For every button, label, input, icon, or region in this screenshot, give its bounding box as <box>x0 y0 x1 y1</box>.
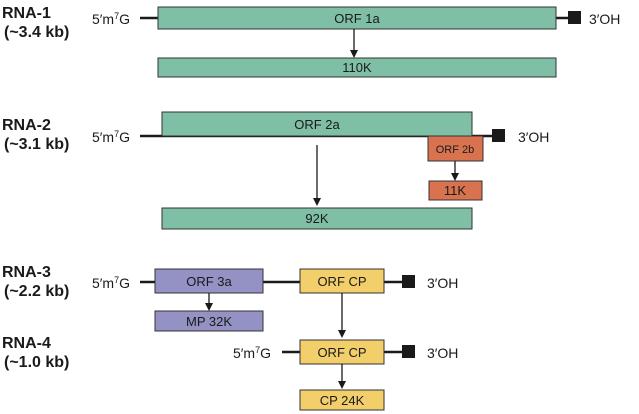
rna3-name: RNA-3 <box>2 264 51 281</box>
rna3-size: (~2.2 kb) <box>4 283 69 300</box>
rna4-product-label: CP 24K <box>320 393 365 408</box>
rna1-five-prime-label: 5′m7G <box>92 11 130 27</box>
rna2-three-prime-label: 3′OH <box>518 129 549 145</box>
rna1-group: RNA-1 (~3.4 kb) 5′m7G ORF 1a 3′OH 110K <box>2 5 620 78</box>
rna4-name: RNA-4 <box>2 335 51 352</box>
rna4-five-prime-label: 5′m7G <box>233 345 271 361</box>
rna2-product-b-box <box>428 180 483 201</box>
rna4-three-prime-label: 3′OH <box>427 345 458 361</box>
rna3-product-label: MP 32K <box>186 314 232 329</box>
rna3-3prime-marker <box>402 275 415 288</box>
rna2-name: RNA-2 <box>2 117 51 134</box>
rna2-product-a-box <box>161 207 473 230</box>
rna1-three-prime-label: 3′OH <box>589 11 620 27</box>
rna1-size: (~3.4 kb) <box>4 24 69 41</box>
rna3-orf3a-label: ORF 3a <box>186 274 232 289</box>
rna4-product-box <box>299 389 385 411</box>
rna2-orf2b-label: ORF 2b <box>436 144 475 156</box>
rna3-group: RNA-3 (~2.2 kb) 5′m7G ORF 3a ORF CP 3′OH… <box>2 264 458 338</box>
rna3-orf3a-box <box>154 268 264 294</box>
rna2-group: RNA-2 (~3.1 kb) 5′m7G ORF 2a ORF 2b 3′OH… <box>2 111 549 230</box>
rna2-five-prime-label: 5′m7G <box>92 129 130 145</box>
rna3-three-prime-label: 3′OH <box>427 275 458 291</box>
rna1-3prime-marker <box>568 11 581 24</box>
rna2-product-b-label: 11K <box>444 183 466 198</box>
rna2-product-a-label: 92K <box>305 211 328 226</box>
rna4-3prime-marker <box>402 345 415 358</box>
rna1-product-box <box>157 57 557 78</box>
rna3-five-prime-label: 5′m7G <box>92 275 130 291</box>
rna2-size: (~3.1 kb) <box>4 136 69 153</box>
rna2-orf2a-box <box>161 111 473 137</box>
rna1-orf1a-box <box>157 6 557 30</box>
rna2-3prime-marker <box>492 129 505 142</box>
rna1-product-label: 110K <box>342 60 372 75</box>
rna1-orf1a-label: ORF 1a <box>334 11 380 26</box>
rna1-name: RNA-1 <box>2 5 51 22</box>
rna4-orfcp-box <box>299 339 385 365</box>
rna4-size: (~1.0 kb) <box>4 354 69 371</box>
rna2-orf2a-label: ORF 2a <box>294 117 340 132</box>
rna3-product-box <box>154 310 264 332</box>
rna4-orfcp-label: ORF CP <box>317 345 366 360</box>
rna3-orfcp-label: ORF CP <box>317 274 366 289</box>
rna3-orfcp-box <box>299 268 385 294</box>
rna4-group: RNA-4 (~1.0 kb) 5′m7G ORF CP 3′OH CP 24K <box>2 335 458 411</box>
